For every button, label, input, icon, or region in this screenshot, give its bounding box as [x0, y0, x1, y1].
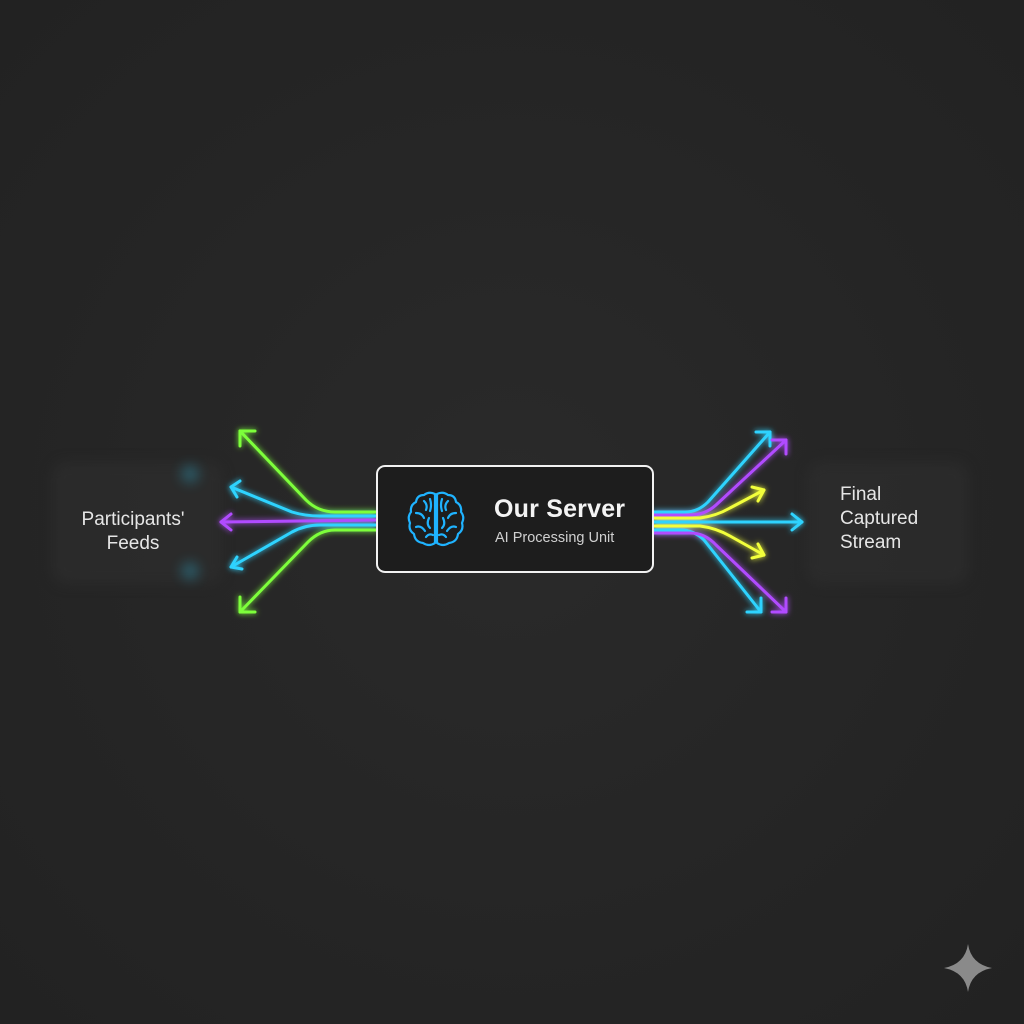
right-arrowhead-cyan-down	[745, 596, 763, 614]
right-arrowhead-yellow-down	[750, 542, 766, 560]
right-arrowhead-cyan-up	[754, 430, 772, 448]
right-flow-yellow-up	[652, 488, 766, 520]
right-flow-yellow-down	[652, 524, 766, 557]
source-dot-bottom	[181, 562, 199, 580]
right-arrowhead-cyan-straight	[790, 512, 804, 532]
right-arrowhead-yellow-up	[750, 485, 766, 503]
left-flow-purple	[219, 518, 378, 524]
left-arrowhead-purple	[219, 512, 233, 532]
participants-feeds-label: Participants' Feeds	[60, 508, 206, 556]
final-stream-label-line2: Captured	[840, 508, 919, 529]
final-stream-label-line3: Stream	[840, 532, 902, 553]
left-arrowhead-green-down	[238, 595, 257, 614]
right-flow-purple-up	[652, 438, 788, 517]
server-box: Our Server AI Processing Unit	[376, 465, 654, 573]
left-arrowhead-cyan-up	[229, 479, 242, 499]
right-flow-cyan-up	[652, 430, 772, 514]
participants-label-line1: Participants'	[81, 509, 185, 530]
server-title: Our Server	[494, 495, 626, 523]
source-dot-top	[181, 465, 199, 483]
left-flow-cyan-down	[229, 523, 378, 569]
right-arrowhead-purple-up	[770, 438, 788, 456]
output-panel	[808, 462, 968, 584]
left-flow-cyan-up	[229, 485, 378, 518]
right-arrowhead-purple-down	[770, 596, 788, 614]
left-flow-green-down	[238, 528, 378, 614]
left-arrowhead-cyan-down	[229, 555, 244, 571]
final-stream-label: Final Captured Stream	[840, 483, 960, 555]
right-flow-purple-down	[652, 531, 788, 614]
sparkle-icon	[944, 944, 992, 992]
participants-label-line2: Feeds	[106, 533, 160, 554]
server-subtitle: AI Processing Unit	[495, 530, 615, 546]
brain-icon	[407, 491, 465, 547]
final-stream-label-line1: Final	[840, 484, 882, 505]
left-flow-green-up	[238, 429, 378, 514]
left-arrowhead-green-up	[238, 429, 257, 448]
